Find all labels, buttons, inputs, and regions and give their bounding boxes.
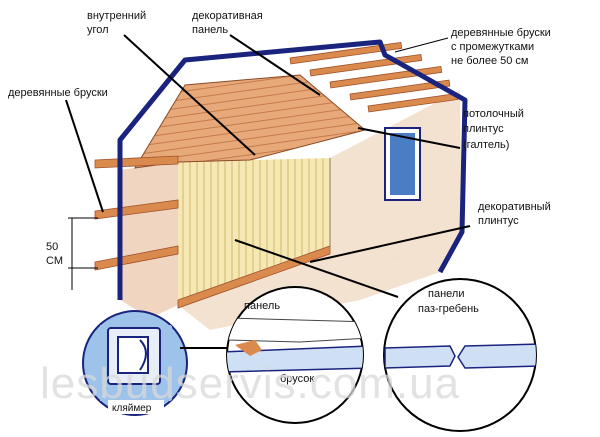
label-dimension-unit: СМ bbox=[46, 255, 63, 267]
label-decor-panel-2: панель bbox=[192, 24, 228, 36]
ceiling-battens bbox=[289, 41, 459, 113]
label-ceiling-molding-1: потолочный bbox=[463, 108, 524, 120]
label-battens-gap-1: деревянные бруски bbox=[451, 27, 551, 39]
labels: внутренний угол декоративная панель дере… bbox=[8, 10, 551, 414]
label-batten: брусок bbox=[280, 373, 314, 385]
label-inner-corner-1: внутренний bbox=[87, 10, 146, 22]
ceiling-panel bbox=[134, 74, 367, 169]
wall-battens bbox=[94, 155, 331, 309]
room-outline bbox=[117, 39, 468, 300]
label-tongue-groove-1: панели bbox=[428, 288, 464, 300]
label-dimension-value: 50 bbox=[46, 241, 58, 253]
label-clamp: кляймер bbox=[112, 403, 152, 414]
label-tongue-groove-2: паз-гребень bbox=[418, 303, 479, 315]
label-ceiling-molding-2: плинтус bbox=[463, 123, 504, 135]
label-decor-panel-1: декоративная bbox=[192, 10, 263, 22]
clamp-icon bbox=[107, 327, 161, 385]
label-decor-plinth-2: плинтус bbox=[478, 215, 519, 227]
detail-panel-batten bbox=[226, 286, 364, 424]
room-structure bbox=[94, 39, 468, 330]
left-corner-wall bbox=[120, 162, 178, 318]
label-decor-plinth-1: декоративный bbox=[478, 201, 551, 213]
detail-clamp bbox=[82, 310, 188, 416]
label-battens-left: деревянные бруски bbox=[8, 87, 108, 99]
detail-tongue-groove bbox=[383, 278, 537, 432]
label-panel: панель bbox=[244, 300, 280, 312]
label-ceiling-molding-3: (галтель) bbox=[463, 139, 509, 151]
label-battens-gap-3: не более 50 см bbox=[451, 55, 529, 67]
label-battens-gap-2: с промежутками bbox=[451, 41, 534, 53]
label-inner-corner-2: угол bbox=[87, 24, 109, 36]
panelled-wall bbox=[178, 158, 330, 305]
watermark: lesbudservis.com.ua bbox=[40, 359, 460, 408]
leader-lines bbox=[65, 34, 471, 298]
